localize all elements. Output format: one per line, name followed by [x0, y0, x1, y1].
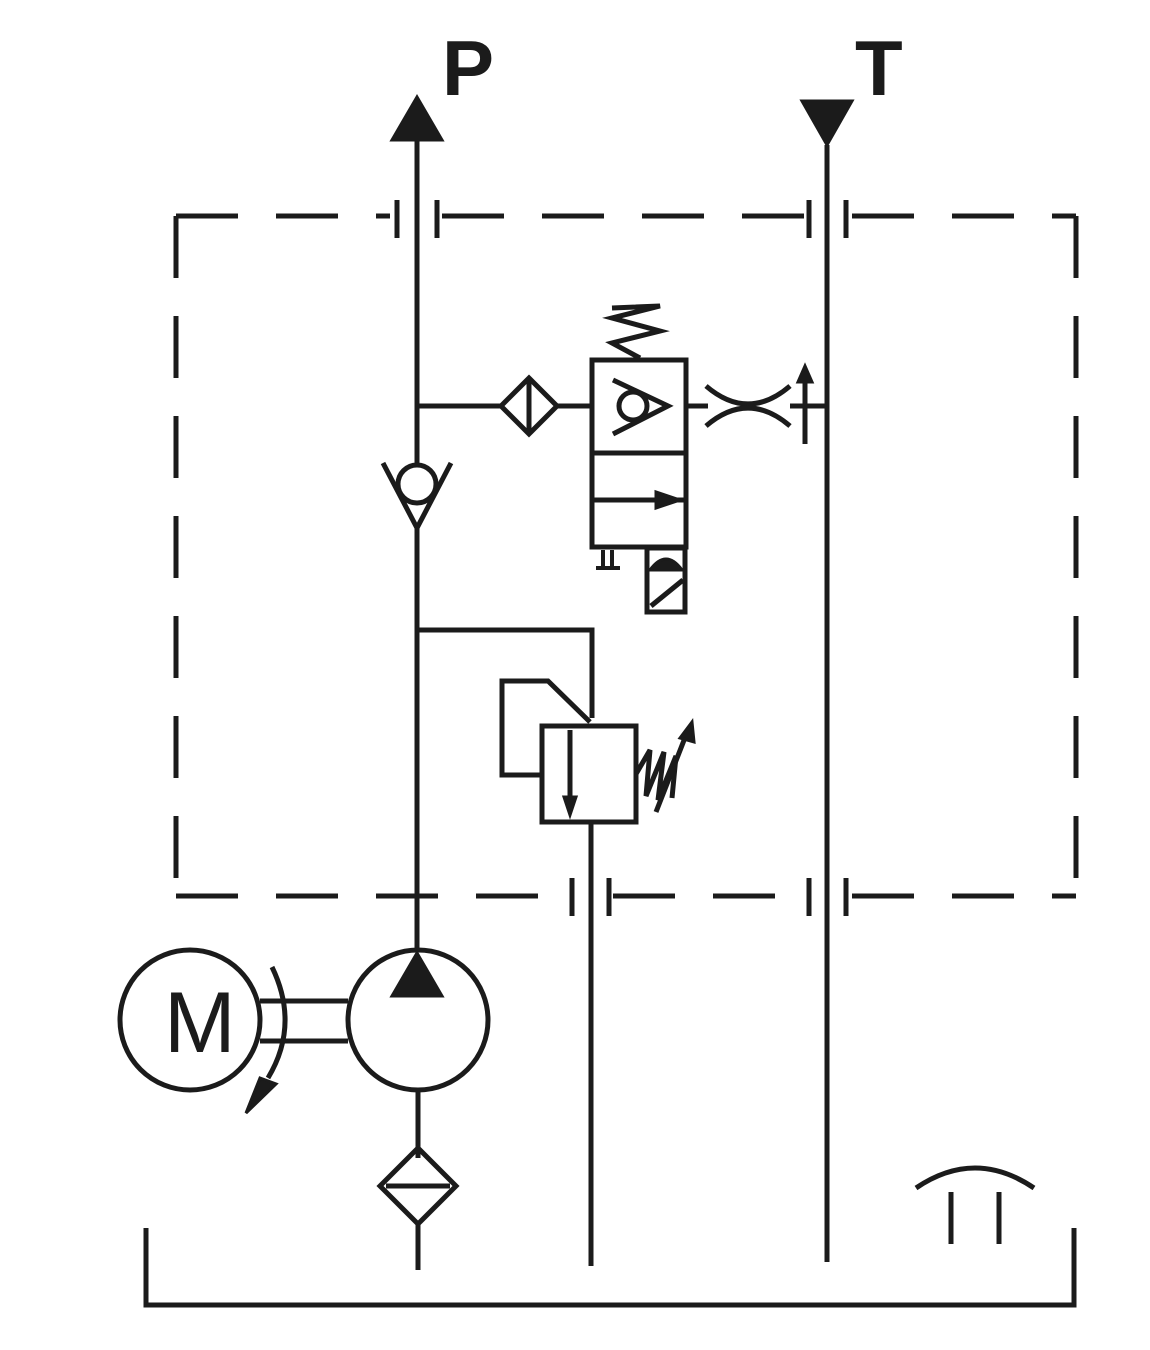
- relief-pilot-line: [417, 627, 595, 718]
- tank-port-label: T: [855, 24, 903, 112]
- electric-motor: M: [117, 947, 263, 1093]
- pressure-relief-valve: [499, 678, 696, 825]
- manifold-boundary: [173, 200, 1079, 916]
- solenoid-valve: [589, 303, 708, 615]
- tank-port-arrow: [799, 99, 855, 149]
- motor-label: M: [164, 975, 236, 1071]
- orifice-restrictor: [704, 362, 827, 444]
- breather-icon: [914, 1165, 1036, 1244]
- reservoir-tank: [143, 1228, 1077, 1308]
- check-valve: [380, 461, 454, 534]
- hydraulic-pump: [345, 947, 491, 1158]
- rotation-direction-arrow: [244, 965, 288, 1115]
- pressure-port-label: P: [442, 24, 494, 112]
- pressure-port-arrow: [389, 94, 445, 142]
- suction-filter: [376, 1144, 460, 1270]
- motor-pump-coupling: [260, 998, 348, 1044]
